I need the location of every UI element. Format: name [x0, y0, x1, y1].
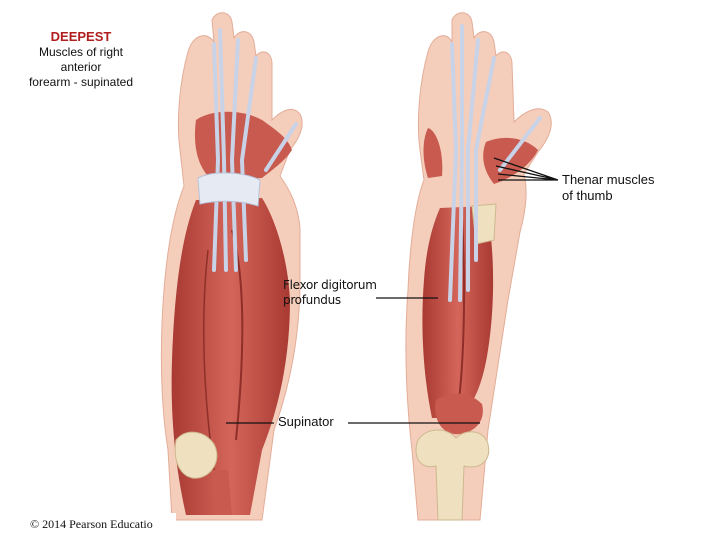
right-tendons: [448, 24, 542, 302]
left-lower-muscle: [212, 470, 232, 515]
left-tendons: [212, 28, 298, 272]
slide-subtitle: Muscles of right anterior forearm - supi…: [28, 45, 134, 89]
thenar-leader-line: [493, 157, 559, 181]
left-retinaculum: [197, 172, 261, 207]
right-muscle-groove: [457, 219, 466, 411]
right-elbow-bones: [415, 429, 490, 521]
copyright-notice: © 2014 Pearson Educatio: [30, 517, 153, 531]
left-forearm: [160, 12, 303, 521]
label-flexor-digitorum-profundus: Flexor digitorum profundus: [283, 278, 377, 307]
right-hypothenar-muscle: [423, 128, 443, 178]
slide-title: DEEPEST: [50, 29, 112, 44]
label-thenar-muscles: Thenar muscles of thumb: [562, 172, 655, 203]
right-thenar-muscle: [483, 137, 538, 184]
copyright-mask: [150, 513, 176, 533]
right-supinator-muscle: [435, 393, 483, 435]
leader-lines: [226, 157, 559, 424]
left-elbow: [174, 431, 218, 479]
label-supinator: Supinator: [278, 414, 334, 429]
right-forearm: [405, 12, 552, 521]
